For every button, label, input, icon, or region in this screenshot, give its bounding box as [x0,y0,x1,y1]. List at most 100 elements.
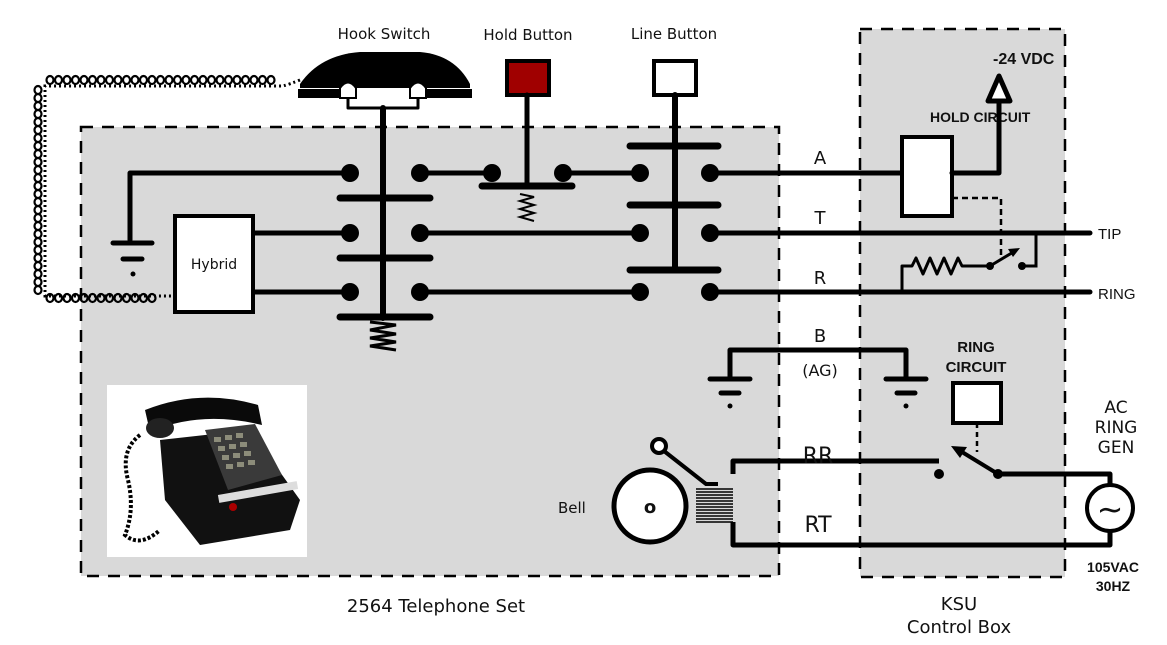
hold-button[interactable] [478,59,576,222]
bell-center: o [644,497,656,518]
cord-coil [249,74,259,86]
cord-coil [87,292,98,304]
hold-circuit-label: HOLD CIRCUIT [930,109,1031,125]
ksu-label-2: Control Box [907,617,1012,638]
cord-coil [62,292,72,304]
cord-coil [181,74,191,86]
cord-coil [33,284,43,296]
cord-coil [147,292,157,304]
ground-icon [883,376,929,409]
bell-coil [696,488,733,523]
cord-coil [79,74,89,86]
cord-coil [121,74,132,86]
ag-wire [707,347,929,409]
cord-coil [206,74,217,86]
cord-coil [33,132,43,144]
tip-label: TIP [1098,226,1121,243]
cord-coil [62,74,72,86]
switch-icon [986,233,1038,270]
hook-switch-label: Hook Switch [338,25,431,43]
cord-coil [33,188,43,200]
cord-coil [121,292,132,304]
line-wiring [707,170,1093,295]
cord-coil [33,100,43,112]
wire-label-rt: RT [804,513,832,538]
cord-coil [257,74,268,86]
cord-coil [223,74,234,86]
cord-coil [104,292,115,304]
cord-coil [33,92,43,104]
cord-coil [45,292,55,304]
cord-coil [70,292,81,304]
cord-coil [113,292,123,304]
cord-coil [33,196,43,208]
ksu-label-1: KSU [941,594,977,615]
telephone-photo [107,385,307,557]
ac-symbol: ~ [1097,490,1124,528]
supply-arrow-icon [985,73,1013,104]
ground-icon [110,240,155,277]
cord-coil [164,74,174,86]
wire-label-b: B [814,326,826,347]
hybrid-label: Hybrid [191,257,237,273]
cord-coil [33,236,43,248]
ring-circuit: RING CIRCUIT [934,339,1006,479]
line-button-label: Line Button [631,25,717,43]
cord-coil [53,292,64,304]
hook-switch[interactable] [336,105,434,352]
cord-coil [198,74,208,86]
ksu-enclosure [858,27,1067,579]
cord-coil [130,292,140,304]
cord-coil [33,212,43,224]
cord-coil [104,74,115,86]
set-wiring [127,170,643,295]
cord-coil [33,84,43,96]
wire-label-rr: RR [803,444,834,469]
wire-label-ag: (AG) [802,361,838,380]
cord-coil [70,74,81,86]
telephone-set-label: 2564 Telephone Set [347,596,525,617]
ac-gen-label-2: RING [1095,418,1138,438]
spring-icon [369,320,397,352]
hold-button-label: Hold Button [483,26,572,44]
cord-coil [172,74,183,86]
cord-coil [33,156,43,168]
cord-coil [96,292,106,304]
ring-label: RING [1098,286,1136,303]
cord-coil [215,74,225,86]
cord-coil [33,244,43,256]
ring-circuit-label-1: RING [957,339,995,356]
cord-coil [266,74,276,86]
bell: Bell o [558,437,1113,548]
wire-label-t: T [814,208,827,229]
cord-coil [130,74,140,86]
cord-coil [33,204,43,216]
cord-coil [33,268,43,280]
bell-label: Bell [558,499,586,517]
cord-coil [113,74,123,86]
spring-icon [516,193,538,222]
cord-coil [147,74,157,86]
cord-coil [33,172,43,184]
cord-coil [33,276,43,288]
cord-coil [138,292,149,304]
cord-coil [33,124,43,136]
ac-gen-label-3: GEN [1098,438,1135,458]
cord-coil [138,74,149,86]
cord-coil [189,74,200,86]
ground-icon [707,376,753,409]
cord-coil [33,108,43,120]
handset-icon [298,52,472,110]
coiled-cord [33,74,301,304]
cord-coil [96,74,106,86]
cord-coil [232,74,242,86]
hybrid-block: Hybrid [173,214,255,314]
ring-circuit-label-2: CIRCUIT [946,359,1007,376]
cord-coil [33,164,43,176]
ac-spec-label-1: 105VAC [1087,559,1139,575]
cord-coil [33,180,43,192]
cord-coil [155,74,166,86]
supply-label: -24 VDC [993,51,1055,68]
cord-coil [33,220,43,232]
cord-coil [79,292,89,304]
